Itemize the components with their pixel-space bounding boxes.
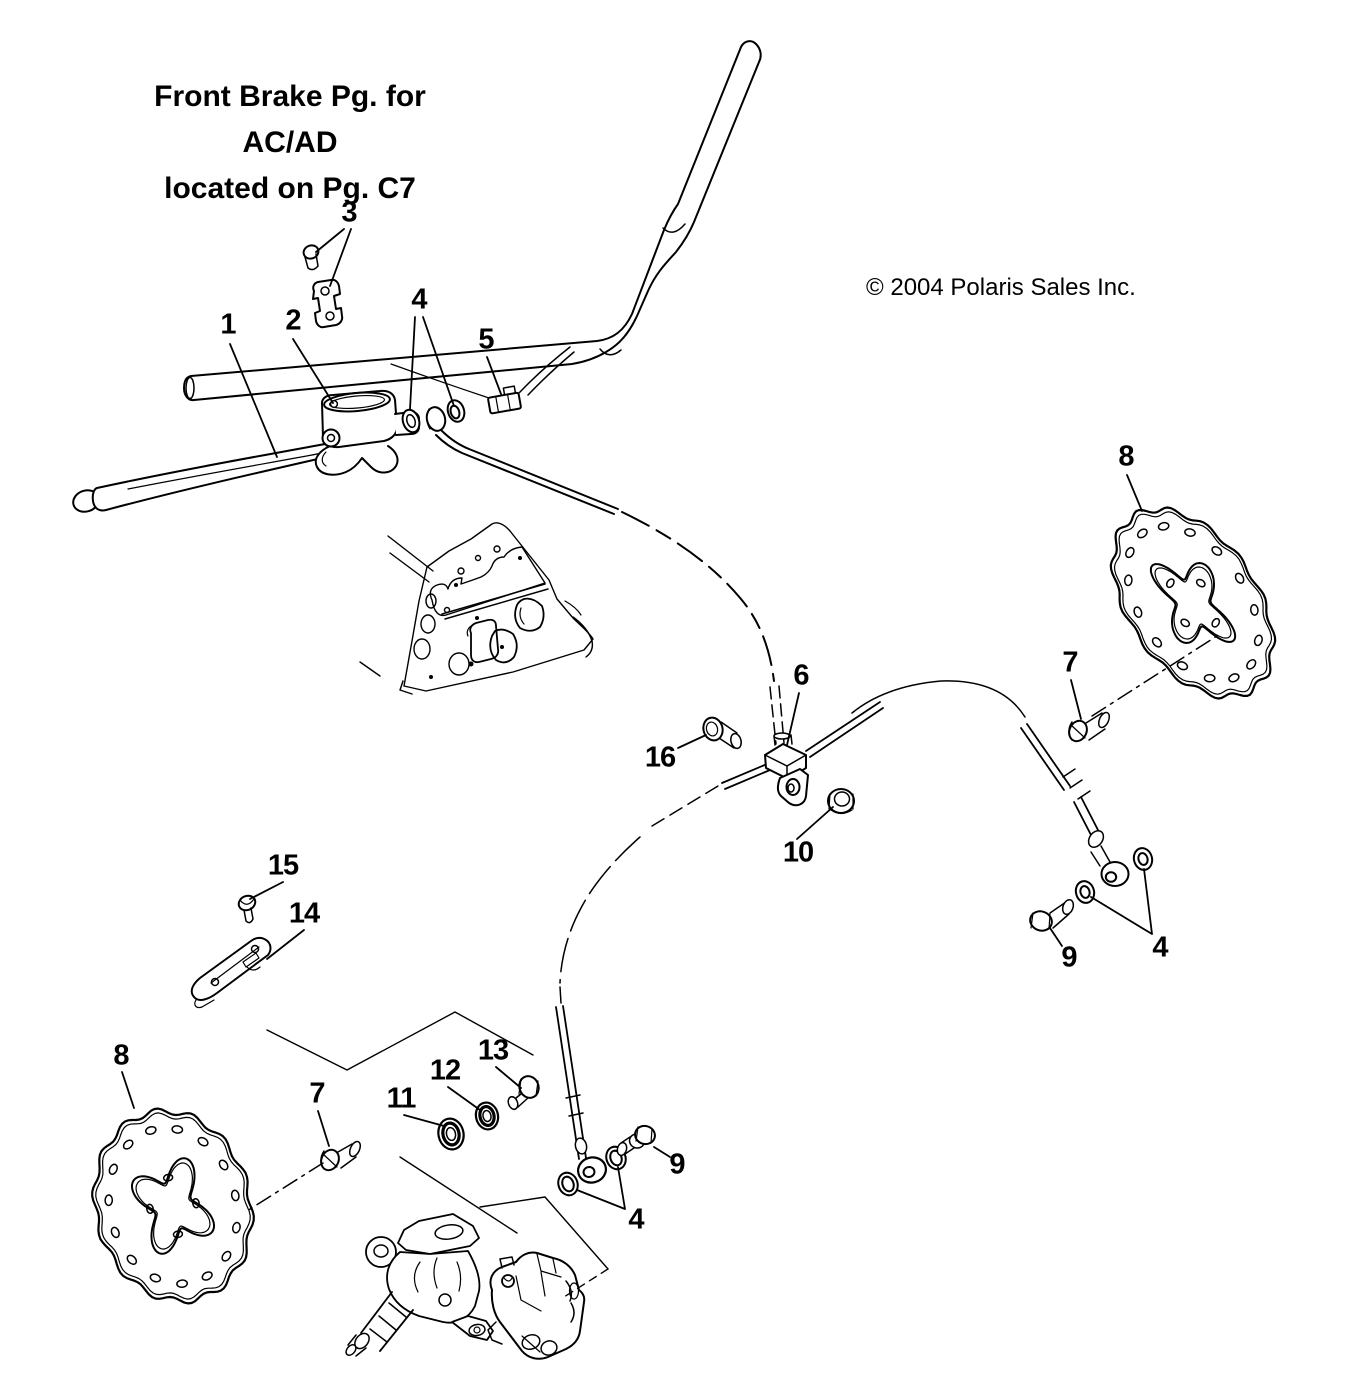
copyright-notice: © 2004 Polaris Sales Inc.: [866, 274, 1136, 301]
caliper: [487, 1251, 586, 1360]
washers-top: [401, 399, 466, 434]
nut-10: [827, 788, 855, 815]
pointer-zigzags: [266, 1011, 609, 1298]
screw-15: [237, 894, 257, 924]
brake-disc-left: [91, 1107, 255, 1305]
brake-disc-right: [1109, 506, 1277, 700]
disc-axis-lines: [246, 633, 1221, 1212]
clamp-screw: [302, 244, 320, 271]
fasteners-bottom: [557, 1124, 656, 1197]
bolt-9-right: [1029, 898, 1075, 932]
title-line-1: Front Brake Pg. for AC/AD: [154, 80, 426, 159]
bolt-9-bottom: [616, 1124, 656, 1157]
fasteners-right: [1029, 847, 1154, 932]
chassis-panel: [359, 522, 594, 695]
brake-hose-right: [851, 680, 1130, 887]
washer-11: [437, 1117, 465, 1151]
page-title: Front Brake Pg. for AC/AD located on Pg.…: [110, 74, 470, 212]
tee-fitting-assembly: [651, 701, 884, 827]
spindle: [345, 1213, 494, 1357]
bracket-14: [190, 936, 272, 1009]
bolt-13: [507, 1075, 540, 1111]
bolt-7-left: [320, 1140, 362, 1172]
brake-hose-lower: [555, 836, 641, 1184]
handlebar: [183, 40, 762, 402]
handlebar-clamp: [312, 278, 344, 329]
cable-clip: [390, 346, 575, 415]
bolt-16: [702, 716, 742, 750]
title-line-2: located on Pg. C7: [164, 172, 416, 205]
brake-hose-upper: [435, 429, 785, 745]
brake-lever: [72, 441, 358, 513]
leader-lines: [121, 228, 1153, 1210]
bolt-7-right: [1068, 711, 1111, 743]
master-cylinder: [314, 389, 420, 476]
washer-12: [474, 1101, 500, 1131]
